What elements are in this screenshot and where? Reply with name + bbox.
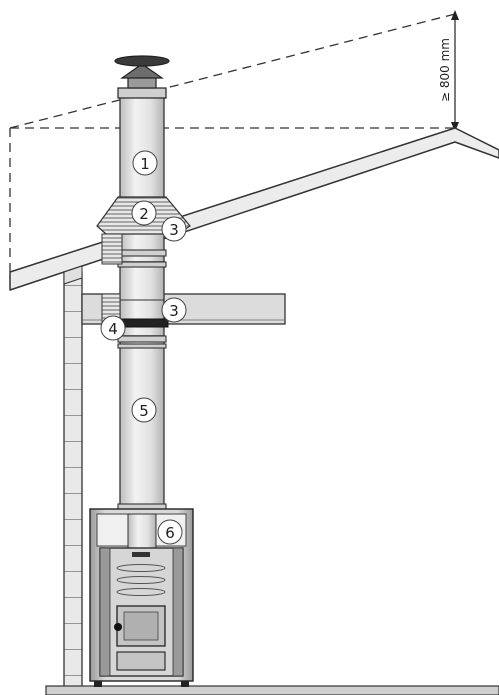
roof-flashing-skirt	[101, 233, 123, 265]
callout-2: 2	[131, 200, 157, 226]
stove-flue-collar	[127, 513, 157, 549]
chimney-pipe-upper	[119, 95, 165, 263]
callout-3-roof: 3	[161, 216, 187, 242]
wall	[63, 265, 83, 691]
callout-3-ceiling: 3	[161, 297, 187, 323]
rain-cap	[114, 55, 170, 99]
stove-side-panel-left	[99, 547, 111, 677]
dimension-indicator	[451, 10, 459, 132]
chimney-pipe-lower	[119, 335, 165, 513]
roof-slab	[9, 127, 499, 291]
rain-cap-collar	[117, 87, 167, 99]
callout-4: 4	[100, 315, 126, 341]
stove-stone-grille	[116, 564, 166, 596]
stove-ash-drawer	[116, 651, 166, 671]
stove-logo-plate	[132, 552, 150, 557]
callout-5-label: 5	[139, 402, 149, 420]
stove-side-panel-right	[172, 547, 184, 677]
callout-5: 5	[131, 397, 157, 423]
rain-cap-disc	[114, 55, 170, 67]
stove-feet	[94, 681, 189, 687]
callout-3-roof-label: 3	[169, 221, 179, 239]
callout-4-label: 4	[108, 320, 118, 338]
roof	[9, 127, 499, 291]
stove-door-glass	[123, 611, 159, 641]
clearance-top-line	[9, 13, 456, 129]
rain-cap-cone	[120, 63, 164, 79]
callout-1: 1	[132, 150, 158, 176]
pipe-joints	[117, 249, 167, 513]
callout-3-ceiling-label: 3	[169, 302, 179, 320]
floor	[45, 685, 499, 695]
callout-1-label: 1	[140, 155, 150, 173]
callout-2-label: 2	[139, 205, 149, 223]
sauna-stove	[89, 508, 194, 687]
dimension-arrow-top	[451, 10, 459, 20]
dimension-arrow-bottom	[451, 122, 459, 132]
wall-top-cap	[63, 265, 83, 285]
clearance-envelope	[9, 13, 456, 272]
wall-column	[63, 271, 83, 691]
stove-door-handle	[114, 623, 122, 631]
dimension-label: ≥ 800 mm	[438, 38, 452, 102]
callout-6: 6	[157, 519, 183, 545]
callout-6-label: 6	[165, 524, 175, 542]
